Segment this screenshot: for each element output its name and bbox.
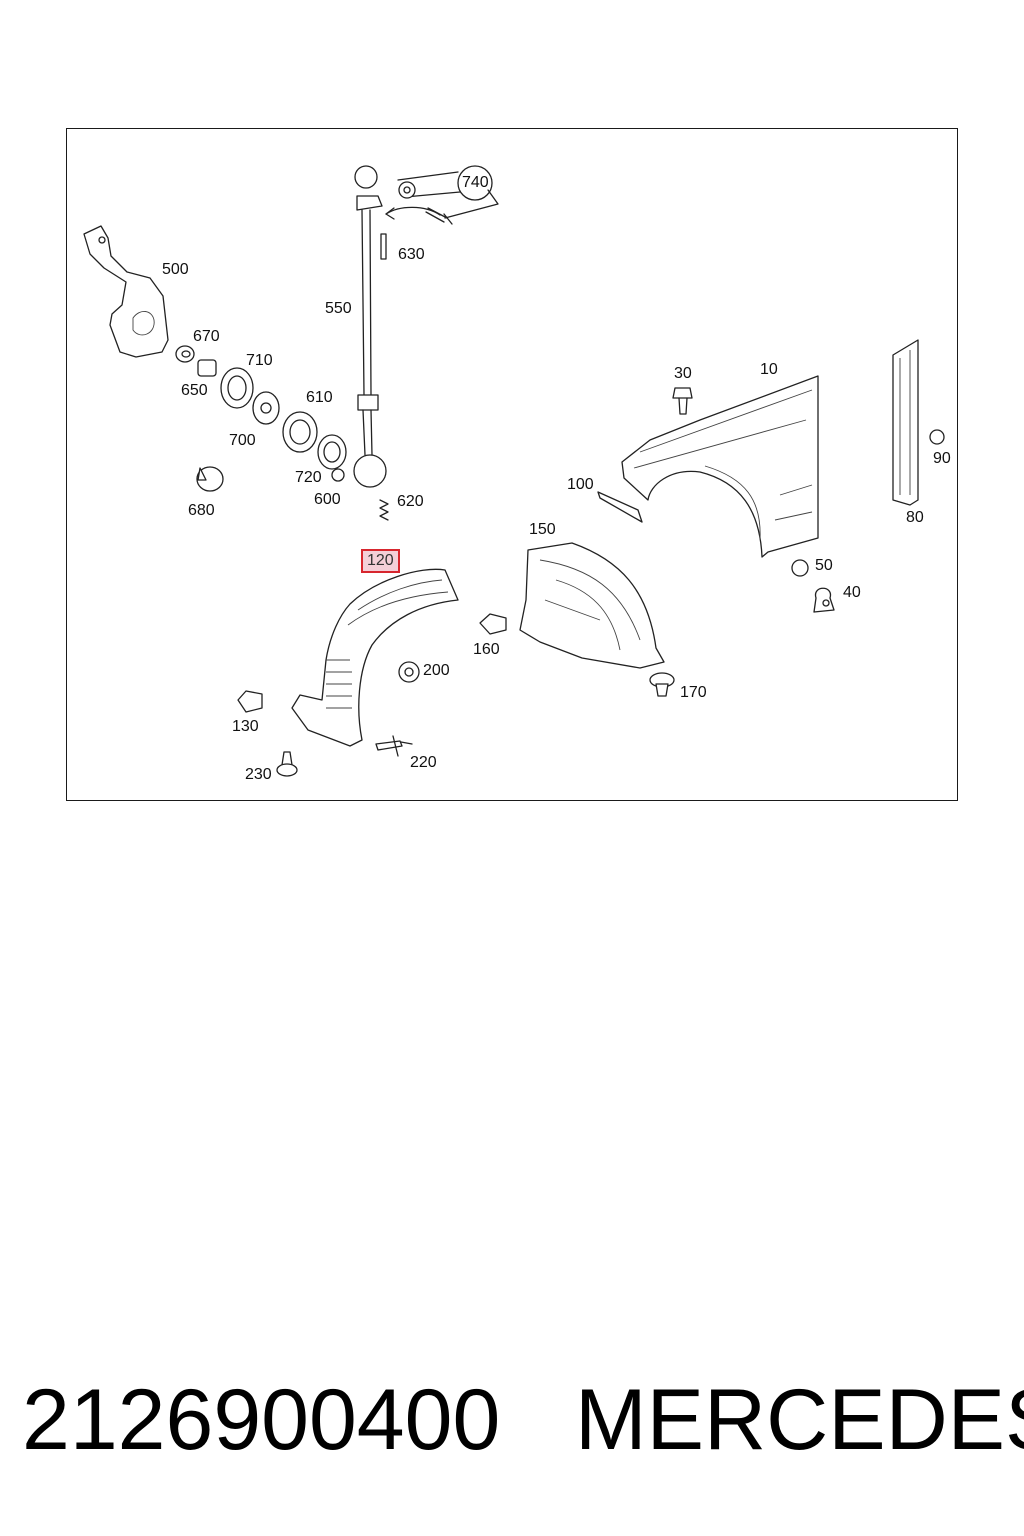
callout-650: 650 — [181, 382, 208, 399]
pin-230 — [276, 751, 298, 777]
callout-610: 610 — [306, 389, 333, 406]
callout-150: 150 — [529, 521, 556, 538]
callout-740-circle — [397, 165, 499, 219]
screw-630 — [380, 206, 453, 260]
callout-170: 170 — [680, 684, 707, 701]
rod-550 — [353, 165, 387, 488]
callout-620: 620 — [397, 493, 424, 510]
callout-200: 200 — [423, 662, 450, 679]
callout-90: 90 — [933, 450, 951, 467]
callout-740: 740 — [462, 174, 489, 191]
fender-10 — [621, 375, 819, 558]
callout-100: 100 — [567, 476, 594, 493]
callout-710: 710 — [246, 352, 273, 369]
pin-220 — [375, 735, 413, 757]
callout-80: 80 — [906, 509, 924, 526]
caption: 2126900400 MERCEDES — [22, 1370, 1024, 1470]
spring-620 — [379, 499, 389, 521]
callout-220: 220 — [410, 754, 437, 771]
pillar-80 — [892, 339, 945, 506]
part-number: 2126900400 — [22, 1372, 501, 1468]
callout-700: 700 — [229, 432, 256, 449]
diagram-frame — [66, 128, 958, 801]
callout-680: 680 — [188, 502, 215, 519]
strip-100 — [597, 491, 643, 523]
clip-170 — [649, 672, 675, 697]
bracket-500 — [83, 225, 169, 358]
callout-550: 550 — [325, 300, 352, 317]
brand-name: MERCEDES — [575, 1372, 1024, 1468]
callout-600: 600 — [314, 491, 341, 508]
clip-130 — [237, 690, 263, 713]
callout-120-highlighted[interactable]: 120 — [361, 549, 400, 573]
callout-160: 160 — [473, 641, 500, 658]
mount-rings — [220, 367, 347, 482]
callout-130: 130 — [232, 718, 259, 735]
callout-500: 500 — [162, 261, 189, 278]
clip-160 — [479, 613, 507, 635]
bushings-670-650 — [175, 345, 217, 377]
callout-10: 10 — [760, 361, 778, 378]
callout-50: 50 — [815, 557, 833, 574]
liner-150 — [519, 542, 665, 669]
plug-680 — [196, 466, 224, 492]
callout-230: 230 — [245, 766, 272, 783]
liner-120 — [291, 568, 459, 747]
callout-670: 670 — [193, 328, 220, 345]
callout-30: 30 — [674, 365, 692, 382]
fasteners-50-40 — [791, 559, 835, 613]
callout-630: 630 — [398, 246, 425, 263]
callout-720: 720 — [295, 469, 322, 486]
bolt-30 — [672, 387, 693, 415]
nut-200 — [398, 661, 420, 683]
callout-40: 40 — [843, 584, 861, 601]
